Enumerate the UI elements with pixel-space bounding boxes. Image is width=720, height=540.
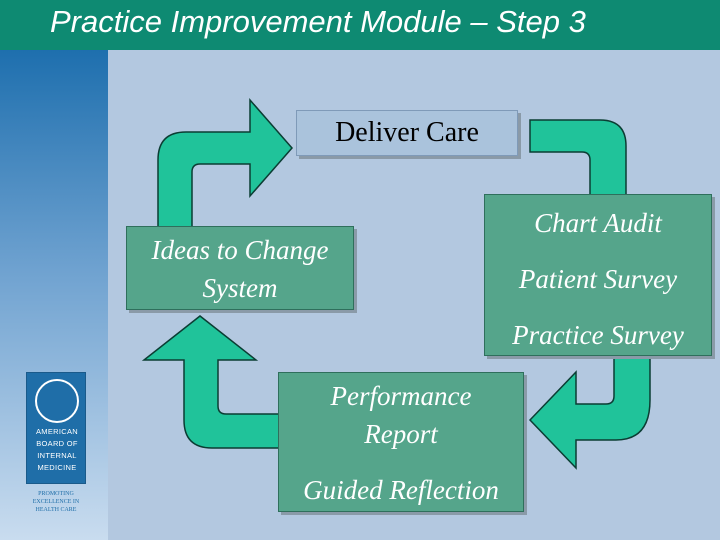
step-deliver-care: Deliver Care [296,110,518,156]
tagline-3: HEALTH CARE [35,507,77,513]
title-bar: Practice Improvement Module – Step 3 [0,0,720,50]
abim-seal-icon [35,379,79,423]
report-label: Report [364,419,438,449]
tagline-2: EXCELLENCE IN [32,499,80,505]
abim-logo-mark: AMERICAN BOARD OF INTERNAL MEDICINE [26,372,86,484]
chart-audit-label: Chart Audit [534,208,662,238]
logo-line-3: INTERNAL [37,451,77,460]
logo-tagline: PROMOTING EXCELLENCE IN HEALTH CARE [22,490,90,514]
performance-label: Performance [330,381,472,411]
arrow-report-to-ideas [141,315,301,449]
guided-reflection-label: Guided Reflection [303,475,499,505]
ideas-label-line2: System [202,273,278,303]
step-performance-report: Performance Report Guided Reflection [278,372,524,512]
ideas-label-line1: Ideas to Change [151,235,329,265]
arrow-survey-to-report [528,355,651,470]
page-title: Practice Improvement Module – Step 3 [50,4,586,39]
patient-survey-label: Patient Survey [518,264,678,294]
logo-line-2: BOARD OF [36,439,78,448]
logo-line-4: MEDICINE [37,463,77,472]
step-data-collection: Chart Audit Patient Survey Practice Surv… [484,194,712,356]
logo-line-1: AMERICAN [36,427,78,436]
abim-logo: AMERICAN BOARD OF INTERNAL MEDICINE PROM… [26,372,86,522]
practice-survey-label: Practice Survey [512,320,684,350]
arrow-deliver-to-audit [529,119,627,197]
arrow-ideas-to-deliver [157,98,293,237]
tagline-1: PROMOTING [38,491,74,497]
step-ideas-to-change: Ideas to Change System [126,226,354,310]
